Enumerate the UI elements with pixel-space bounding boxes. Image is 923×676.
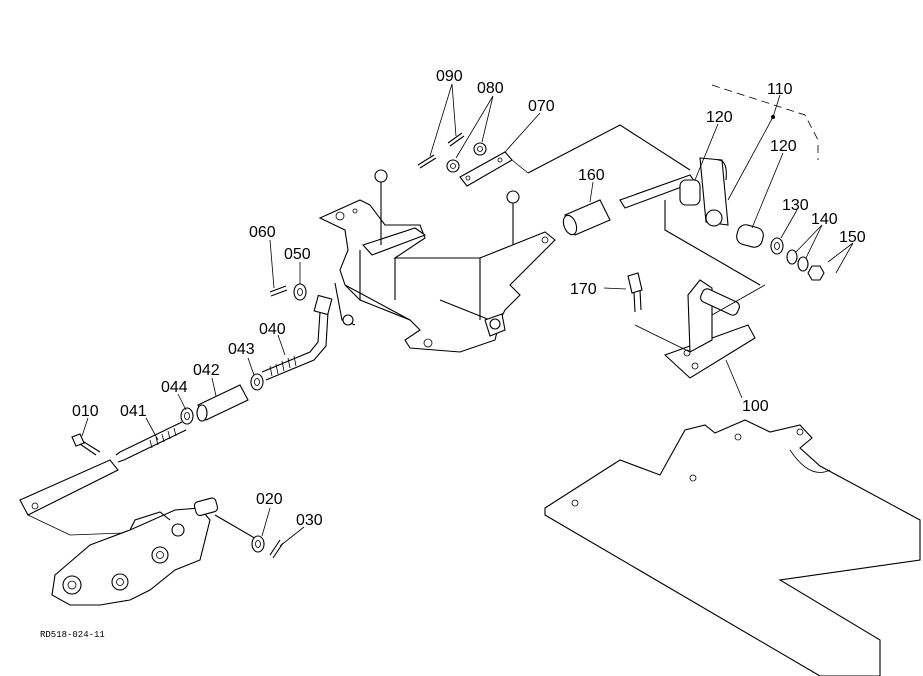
washer-130 (770, 237, 784, 255)
label-090: 090 (436, 68, 463, 85)
label-130: 130 (782, 197, 809, 214)
bolt-010 (71, 433, 101, 456)
split-pin-030 (269, 539, 284, 559)
drawing-code: RD518-024-11 (40, 630, 105, 640)
label-020: 020 (256, 491, 283, 508)
bushing-120 (736, 224, 764, 248)
label-140: 140 (811, 211, 838, 228)
label-150: 150 (839, 229, 866, 246)
rod-040 (261, 294, 333, 381)
bracket-100 (634, 279, 766, 379)
label-050: 050 (284, 246, 311, 263)
label-042: 042 (193, 362, 220, 379)
label-080: 080 (477, 80, 504, 97)
knob-160 (562, 199, 611, 236)
sleeve-042 (196, 384, 249, 422)
bolt-170 (627, 272, 643, 313)
label-041: 041 (120, 403, 147, 420)
washer-080 (446, 142, 487, 173)
label-110: 110 (767, 81, 793, 98)
label-170: 170 (570, 281, 597, 298)
label-060: 060 (249, 224, 276, 241)
leader-lines (81, 83, 854, 547)
washer-050 (293, 283, 307, 301)
split-pin-060 (269, 285, 288, 297)
main-bracket (318, 169, 556, 353)
lever-110 (619, 84, 819, 286)
split-pin-090 (417, 132, 465, 169)
label-120a: 120 (706, 109, 733, 126)
plate-070 (459, 151, 529, 187)
rod-041 (115, 421, 187, 463)
nut-044 (180, 407, 194, 425)
label-030: 030 (296, 512, 323, 529)
lever-rod (527, 124, 691, 174)
label-010: 010 (72, 403, 99, 420)
label-120b: 120 (770, 138, 797, 155)
label-070: 070 (528, 98, 555, 115)
washer-140 (786, 249, 809, 272)
label-100: 100 (742, 398, 769, 415)
label-044: 044 (161, 379, 188, 396)
washer-020 (251, 535, 265, 553)
control-valve (51, 497, 259, 606)
label-043: 043 (228, 341, 255, 358)
nut-150 (807, 265, 825, 281)
part-labels: 010 041 044 042 043 040 060 050 090 080 … (40, 68, 866, 640)
floor-plate (544, 419, 921, 676)
label-040: 040 (259, 321, 286, 338)
label-160: 160 (578, 167, 605, 184)
nut-043 (250, 373, 264, 391)
